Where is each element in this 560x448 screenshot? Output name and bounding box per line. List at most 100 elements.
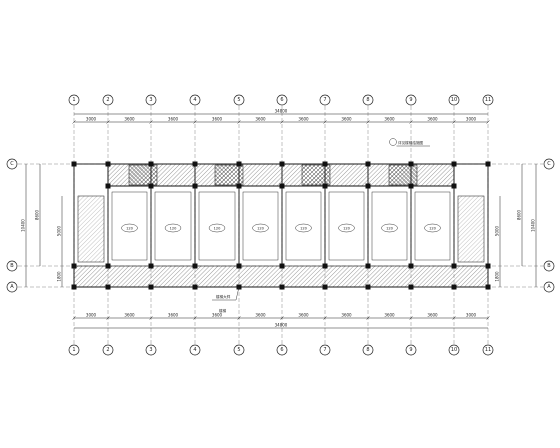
column-3-8 <box>365 284 371 290</box>
axis-top-3-circle <box>145 94 157 106</box>
top-bay-dim-6: 3600 <box>298 117 309 122</box>
column-3-6 <box>279 284 285 290</box>
right-dim-4: 1800 <box>495 271 500 282</box>
top-tick-4 <box>193 120 197 124</box>
bottom-bay-dim-3: 3600 <box>168 313 179 318</box>
axis-right-A-label: A <box>547 284 551 290</box>
slab-tag-ellipse-3 <box>208 223 226 233</box>
bottom-bay-dim-4: 3600 <box>212 313 223 318</box>
top-bay-dim-4: 3600 <box>212 117 223 122</box>
slab-tag-ellipse-8 <box>424 223 441 233</box>
bottom-bay-dim-10: 3000 <box>466 313 477 318</box>
axis-top-9-circle <box>405 94 417 106</box>
column-0-3 <box>148 161 154 167</box>
column-1-7 <box>322 183 328 189</box>
axis-top-5-label: 5 <box>237 97 240 103</box>
notes-layer: 详见楼梯结施图 楼梯大样 楼梯 <box>216 140 424 313</box>
column-1-9 <box>408 183 414 189</box>
column-1-10 <box>451 183 457 189</box>
axis-bottom-8-label: 8 <box>366 347 369 353</box>
axis-bottom-3-circle <box>145 344 157 356</box>
column-2-11 <box>485 263 491 269</box>
slab-thickness-label-5: 120 <box>300 227 308 231</box>
bottom-tick-4 <box>193 316 197 320</box>
top-tick-10 <box>452 120 456 124</box>
axis-top-7-circle <box>319 94 331 106</box>
column-2-8 <box>365 263 371 269</box>
axis-top-5-circle <box>233 94 245 106</box>
stair-block-4 <box>388 164 418 186</box>
top-bay-dim-2: 3600 <box>124 117 135 122</box>
slab-outline-5 <box>285 191 322 261</box>
axis-top-8-label: 8 <box>366 97 369 103</box>
top-bay-dim-7: 3600 <box>341 117 352 122</box>
bottom-tick-6 <box>280 316 284 320</box>
bottom-tick-2 <box>106 316 110 320</box>
slab-outline-1 <box>111 191 148 261</box>
slab-outline-2 <box>154 191 192 261</box>
right-stairwell <box>457 195 485 263</box>
right-dim-3: 5000 <box>495 225 500 236</box>
left-dim-2: 8600 <box>35 209 40 220</box>
column-2-1 <box>71 263 77 269</box>
column-3-4 <box>192 284 198 290</box>
bottom-tick-9 <box>409 316 413 320</box>
axis-bottom-11-circle <box>482 344 494 356</box>
slab-tag-ellipse-1 <box>121 223 138 233</box>
column-2-2 <box>105 263 111 269</box>
slab-tag-ellipse-4 <box>252 223 269 233</box>
axis-right-C-label: C <box>547 161 551 167</box>
axis-top-9-label: 9 <box>409 97 412 103</box>
top-bay-dim-3: 3600 <box>168 117 179 122</box>
slab-outline-3 <box>198 191 236 261</box>
axis-bottom-5-label: 5 <box>237 347 240 353</box>
column-1-2 <box>105 183 111 189</box>
bottom-corridor-band <box>73 265 489 288</box>
slab-tag-ellipse-2 <box>164 223 182 233</box>
axis-bottom-2-circle <box>102 344 114 356</box>
stair-block-3 <box>301 164 331 186</box>
axis-bottom-11-label: 11 <box>485 347 491 353</box>
column-0-7 <box>322 161 328 167</box>
axis-top-10-label: 10 <box>451 97 457 103</box>
bottom-total-dim: 34800 <box>275 323 288 328</box>
top-tick-7 <box>323 120 327 124</box>
column-0-9 <box>408 161 414 167</box>
axis-top-2-label: 2 <box>106 97 109 103</box>
top-total-dim: 34800 <box>275 109 288 114</box>
stair-block-1 <box>128 164 158 186</box>
column-0-8 <box>365 161 371 167</box>
axis-right-A-circle <box>543 281 555 293</box>
column-2-9 <box>408 263 414 269</box>
axis-bottom-3-label: 3 <box>149 347 152 353</box>
bottom-bay-dim-1: 3000 <box>86 313 97 318</box>
axis-top-11-circle <box>482 94 494 106</box>
column-2-4 <box>192 263 198 269</box>
column-1-8 <box>365 183 371 189</box>
top-tick-11 <box>486 120 490 124</box>
axis-bottom-8-circle <box>362 344 374 356</box>
axis-bottom-5-circle <box>233 344 245 356</box>
bottom-tick-7 <box>323 316 327 320</box>
top-bay-dim-10: 3000 <box>466 117 477 122</box>
slab-outline-8 <box>414 191 451 261</box>
axis-left-B-label: B <box>10 263 14 269</box>
column-3-3 <box>148 284 154 290</box>
bottom-tick-3 <box>149 316 153 320</box>
slab-thickness-label-2: 120 <box>170 227 178 231</box>
slab-outline-6 <box>328 191 365 261</box>
top-bay-dim-8: 3600 <box>384 117 395 122</box>
axis-top-2-circle <box>102 94 114 106</box>
slab-thickness-label-1: 120 <box>126 227 134 231</box>
column-1-5 <box>236 183 242 189</box>
axis-top-11-label: 11 <box>485 97 491 103</box>
top-tick-6 <box>280 120 284 124</box>
bottom-tick-1 <box>72 316 76 320</box>
axis-right-B-circle <box>543 260 555 272</box>
axis-top-3-label: 3 <box>149 97 152 103</box>
column-3-7 <box>322 284 328 290</box>
axis-bottom-6-label: 6 <box>280 347 283 353</box>
column-0-4 <box>192 161 198 167</box>
axis-left-A-label: A <box>10 284 14 290</box>
axis-left-B-circle <box>6 260 18 272</box>
